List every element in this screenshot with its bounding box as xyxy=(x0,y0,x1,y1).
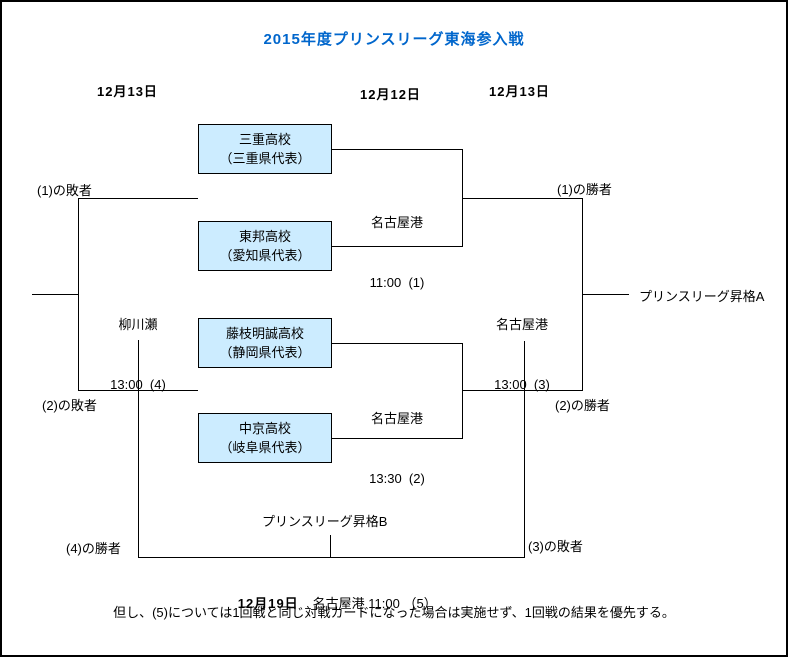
promotion-a-label: プリンスリーグ昇格A xyxy=(639,289,765,304)
team-box-chukyo: 中京高校 （岐阜県代表） xyxy=(198,413,332,463)
footnote: 但し、(5)については1回戦と同じ対戦カードになった場合は実施せず、1回戦の結果… xyxy=(113,605,675,620)
match-venue: 名古屋港 xyxy=(370,215,423,230)
team-name: 三重高校 xyxy=(238,132,291,147)
connector-team1-line xyxy=(331,149,462,150)
slot-label-winner4: (4)の勝者 xyxy=(66,541,121,556)
slot-label-loser3: (3)の敗者 xyxy=(528,539,583,554)
team-box-fujieda-meisei: 藤枝明誠高校 （静岡県代表） xyxy=(198,318,332,368)
match5-date: 12月19日 xyxy=(237,596,299,611)
team-prefecture: （岐阜県代表） xyxy=(219,440,311,455)
match4-label: 柳川瀬 13:00 (4) xyxy=(78,275,198,435)
match3-bracket-vline xyxy=(582,198,583,391)
promotion-b-stub-vline xyxy=(330,535,331,558)
winner4-drop-vline xyxy=(138,340,139,558)
winner2-advance-line xyxy=(462,390,583,391)
connector-team3-line xyxy=(331,343,462,344)
match5-info: 12月19日名古屋港 11:00 （5） xyxy=(2,578,658,627)
match-schedule: 13:30 (2) xyxy=(369,471,425,486)
team-name: 中京高校 xyxy=(238,421,291,436)
team-box-mie: 三重高校 （三重県代表） xyxy=(198,124,332,174)
match4-bracket-vline xyxy=(78,198,79,391)
match-venue: 名古屋港 xyxy=(370,411,423,426)
match3-label: 名古屋港 13:00 (3) xyxy=(462,275,582,435)
team-box-toho: 東邦高校 （愛知県代表） xyxy=(198,221,332,271)
slot-label-loser1: (1)の敗者 xyxy=(37,183,92,198)
team-name: 藤枝明誠高校 xyxy=(225,326,304,341)
match-venue: 名古屋港 xyxy=(495,317,548,332)
connector-team4-line xyxy=(331,438,462,439)
match1-label: 名古屋港 11:00 (1) xyxy=(332,173,462,333)
date-column-left: 12月13日 xyxy=(97,84,158,99)
loser3-drop-vline xyxy=(524,341,525,558)
match4-outlet-line xyxy=(32,294,78,295)
loser1-slot-line xyxy=(78,198,198,199)
match1-bracket-vline xyxy=(462,149,463,247)
page-title: 2015年度プリンスリーグ東海参入戦 xyxy=(263,31,525,48)
date-column-middle: 12月12日 xyxy=(360,87,421,102)
team-prefecture: （三重県代表） xyxy=(219,151,311,166)
team-prefecture: （静岡県代表） xyxy=(219,345,311,360)
slot-label-winner1: (1)の勝者 xyxy=(557,182,612,197)
match5-bottom-line xyxy=(138,557,525,558)
date-column-right: 12月13日 xyxy=(489,84,550,99)
connector-team2-line xyxy=(331,246,462,247)
promotion-b-label: プリンスリーグ昇格B xyxy=(262,514,388,529)
slot-label-winner2: (2)の勝者 xyxy=(555,398,610,413)
match-venue: 柳川瀬 xyxy=(118,317,158,332)
match5-details: 名古屋港 11:00 （5） xyxy=(312,596,437,611)
match-schedule: 13:00 (3) xyxy=(494,377,550,392)
winner1-advance-line xyxy=(462,198,583,199)
team-prefecture: （愛知県代表） xyxy=(219,248,311,263)
slot-label-loser2: (2)の敗者 xyxy=(42,398,97,413)
promotion-a-outlet-line xyxy=(582,294,629,295)
team-name: 東邦高校 xyxy=(238,229,291,244)
match2-bracket-vline xyxy=(462,343,463,439)
match2-label: 名古屋港 13:30 (2) xyxy=(332,369,462,529)
match-schedule: 11:00 (1) xyxy=(369,275,425,290)
match-schedule: 13:00 (4) xyxy=(110,377,166,392)
